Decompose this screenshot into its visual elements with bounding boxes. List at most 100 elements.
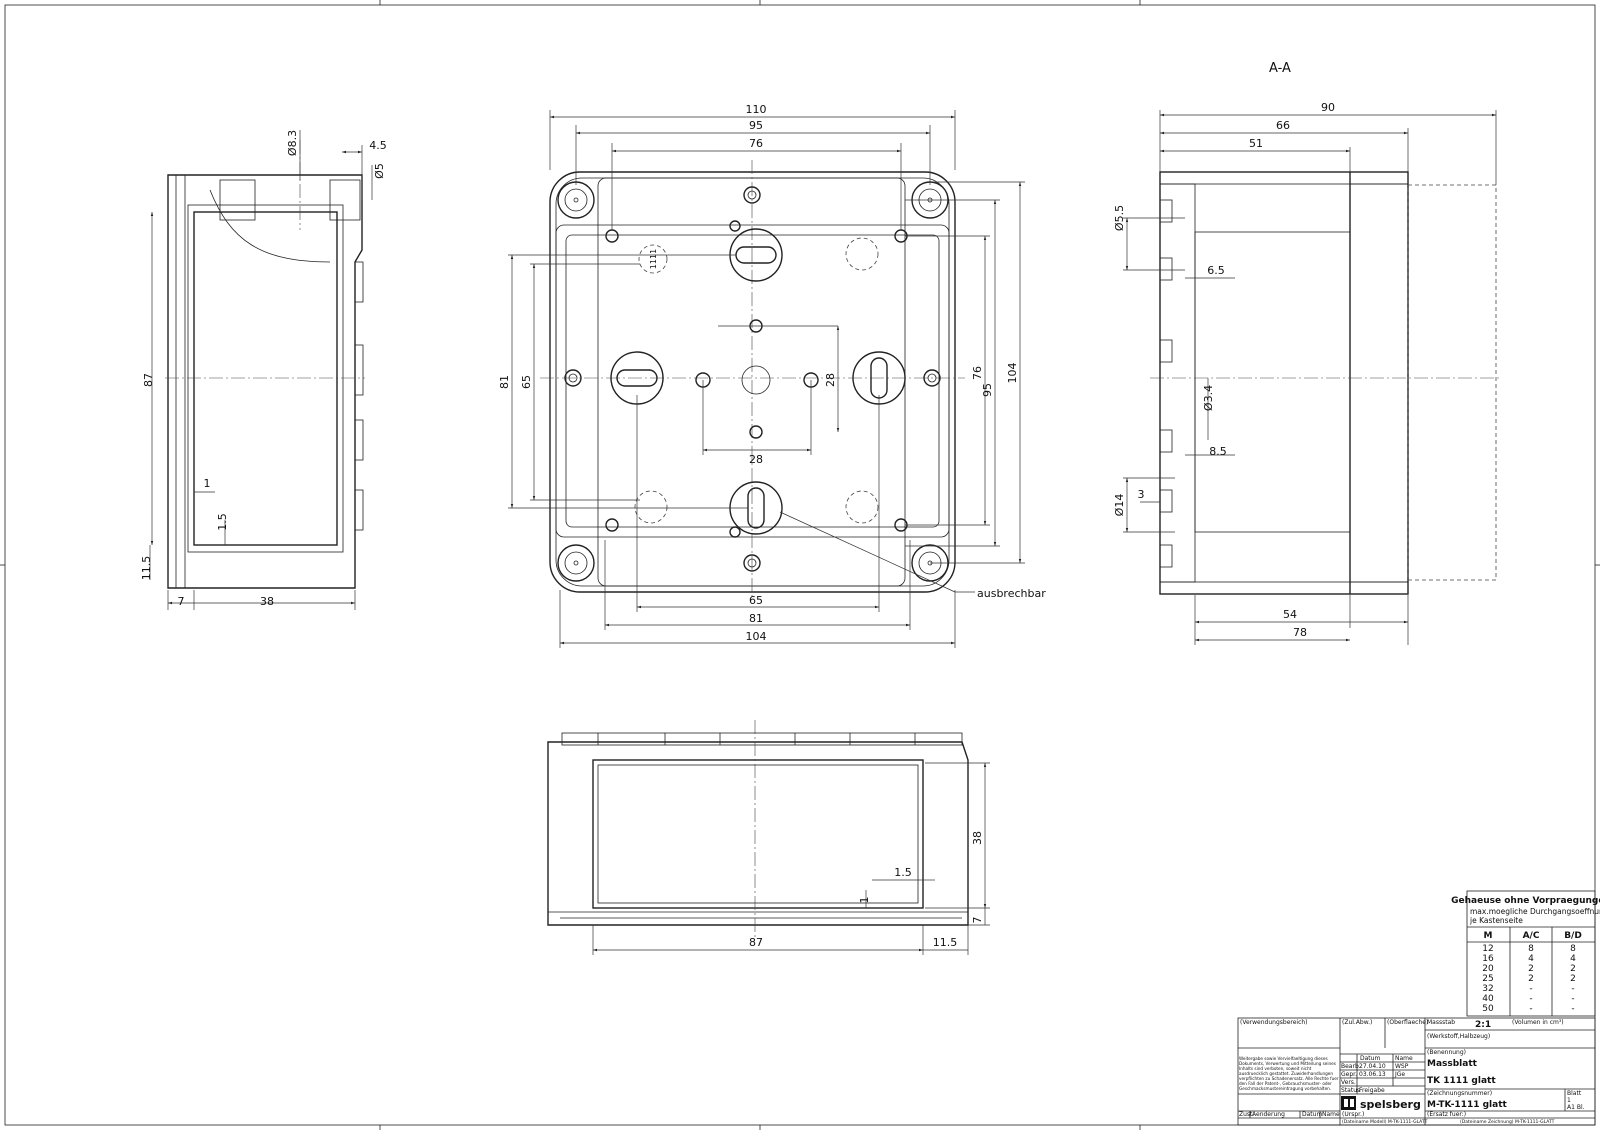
tb-designation-2: TK 1111 glatt	[1427, 1076, 1496, 1086]
front-dim-104-right: 104	[1006, 363, 1019, 384]
section-dim-d14: Ø14	[1113, 494, 1126, 517]
openings-cell: 25	[1482, 974, 1493, 984]
openings-table-title: Gehaeuse ohne Vorpraegungen	[1451, 896, 1600, 906]
openings-cell: 20	[1482, 964, 1494, 974]
front-dim-81-bottom: 81	[749, 612, 763, 625]
side-view: 87 11.5 7 38 Ø8.3 4.5 Ø5 1 1.5	[140, 130, 387, 610]
section-dim-54: 54	[1283, 608, 1297, 621]
front-dim-76: 76	[749, 137, 763, 150]
front-dim-104-bottom: 104	[746, 630, 767, 643]
side-dim-1: 1	[204, 477, 211, 490]
tb-notice-box: Weitergabe sowie Vervielfaeltigung diese…	[1239, 1056, 1339, 1091]
bottom-dim-7: 7	[971, 917, 984, 924]
side-dim-d8-3: Ø8.3	[286, 130, 299, 156]
front-dim-81: 81	[498, 375, 511, 389]
openings-cell: 32	[1482, 984, 1493, 994]
openings-header-ac: A/C	[1523, 931, 1540, 941]
front-dim-28-vertical: 28	[824, 373, 837, 387]
tb-freigabe: Freigabe	[1359, 1087, 1385, 1094]
front-dim-65-bottom: 65	[749, 594, 763, 607]
openings-cell: -	[1571, 994, 1574, 1004]
tb-drawing-file: (Dateiname Zeichnung) M-TK-1111-GLATT	[1460, 1119, 1555, 1125]
side-dim-87: 87	[142, 373, 155, 387]
tb-designation-label: (Benennung)	[1427, 1049, 1466, 1056]
openings-header-m: M	[1484, 931, 1493, 941]
section-dim-3: 3	[1138, 488, 1145, 501]
tb-bearb-date: 27.04.10	[1359, 1063, 1386, 1070]
section-dim-66: 66	[1276, 119, 1290, 132]
openings-cell: 12	[1482, 944, 1493, 954]
tb-sheet: 1	[1567, 1097, 1571, 1104]
bottom-dim-38: 38	[971, 831, 984, 845]
section-dim-78: 78	[1293, 626, 1307, 639]
tb-bearb: Bearb.	[1341, 1063, 1361, 1070]
tb-model-file: (Dateiname Modell) M-TK-1111-GLATT	[1342, 1119, 1428, 1125]
tb-zul-abw: (Zul.Abw.)	[1342, 1019, 1372, 1026]
tb-status: Status	[1341, 1087, 1360, 1094]
tb-number-label: (Zeichnungsnummer)	[1427, 1090, 1492, 1097]
openings-cell: 2	[1570, 974, 1576, 984]
section-dim-51: 51	[1249, 137, 1263, 150]
section-dim-d3-4: Ø3.4	[1202, 385, 1215, 411]
tb-name-2: Name	[1322, 1111, 1340, 1118]
tb-ursp: (Urspr.)	[1342, 1111, 1364, 1118]
section-dim-6-5: 6.5	[1207, 264, 1225, 277]
tb-gepr-date: 03.06.13	[1359, 1071, 1386, 1078]
front-dim-28-horizontal: 28	[749, 453, 763, 466]
slot-top	[729, 228, 783, 282]
spelsberg-logo-text: spelsberg	[1360, 1098, 1421, 1111]
openings-cell: 8	[1570, 944, 1576, 954]
bottom-dim-87: 87	[749, 936, 763, 949]
openings-table: Gehaeuse ohne Vorpraegungen max.moeglich…	[1451, 890, 1600, 1017]
tb-surface: (Oberflaeche)	[1387, 1019, 1428, 1026]
openings-cell: -	[1571, 1004, 1574, 1014]
openings-cell: 8	[1528, 944, 1534, 954]
tb-datum-2: Datum	[1302, 1111, 1322, 1118]
section-dim-d5-5: Ø5.5	[1113, 205, 1126, 231]
tb-name-label: Name	[1395, 1055, 1413, 1062]
openings-cell: 4	[1528, 954, 1534, 964]
openings-cell: -	[1529, 1004, 1532, 1014]
openings-cell: 50	[1482, 1004, 1494, 1014]
bottom-dim-1: 1	[858, 897, 871, 904]
corner-screw-tl	[557, 181, 595, 219]
openings-cell: 40	[1482, 994, 1494, 1004]
openings-cell: 2	[1570, 964, 1576, 974]
side-dim-4-5: 4.5	[369, 139, 387, 152]
openings-cell: 2	[1528, 964, 1534, 974]
tb-volume: (Volumen in cm³)	[1512, 1019, 1564, 1026]
tb-datum-label: Datum	[1360, 1055, 1380, 1062]
spelsberg-logo: spelsberg	[1341, 1096, 1421, 1111]
openings-cell: 4	[1570, 954, 1576, 964]
section-label: A-A	[1269, 61, 1291, 76]
marking-1111: 1111	[649, 249, 658, 269]
tb-sheet-count: A1 Bl.	[1567, 1104, 1585, 1111]
tb-designation-1: Massblatt	[1427, 1059, 1478, 1069]
callout-ausbrechbar: ausbrechbar	[977, 587, 1046, 600]
tb-vers: Vers.	[1341, 1079, 1356, 1086]
tb-material: (Werkstoff,Halbzeug)	[1427, 1033, 1490, 1040]
tb-number: M-TK-1111 glatt	[1427, 1100, 1508, 1110]
tb-gepr-name: JGe	[1394, 1071, 1405, 1078]
side-dim-7: 7	[178, 595, 185, 608]
tb-sheet-label: Blatt	[1567, 1090, 1582, 1097]
tb-scale-label: Massstab	[1427, 1019, 1455, 1026]
front-dim-95-right: 95	[981, 383, 994, 397]
bottom-view: 38 1.5 1 7 87 11.5	[547, 720, 990, 955]
openings-cell: -	[1571, 984, 1574, 994]
tb-notice: Weitergabe sowie Vervielfaeltigung diese…	[1239, 1056, 1339, 1091]
side-dim-1-5: 1.5	[216, 513, 229, 531]
openings-cell: -	[1529, 984, 1532, 994]
tb-usage: (Verwendungsbereich)	[1240, 1019, 1308, 1026]
side-dim-38: 38	[260, 595, 274, 608]
openings-table-subtitle-2: je Kastenseite	[1469, 916, 1523, 925]
tb-replacement: (Ersatz fuer:)	[1427, 1111, 1466, 1118]
front-dim-110: 110	[746, 103, 767, 116]
side-dim-11-5: 11.5	[140, 556, 153, 581]
tb-scale: 2:1	[1475, 1020, 1491, 1030]
openings-header-bd: B/D	[1564, 931, 1582, 941]
